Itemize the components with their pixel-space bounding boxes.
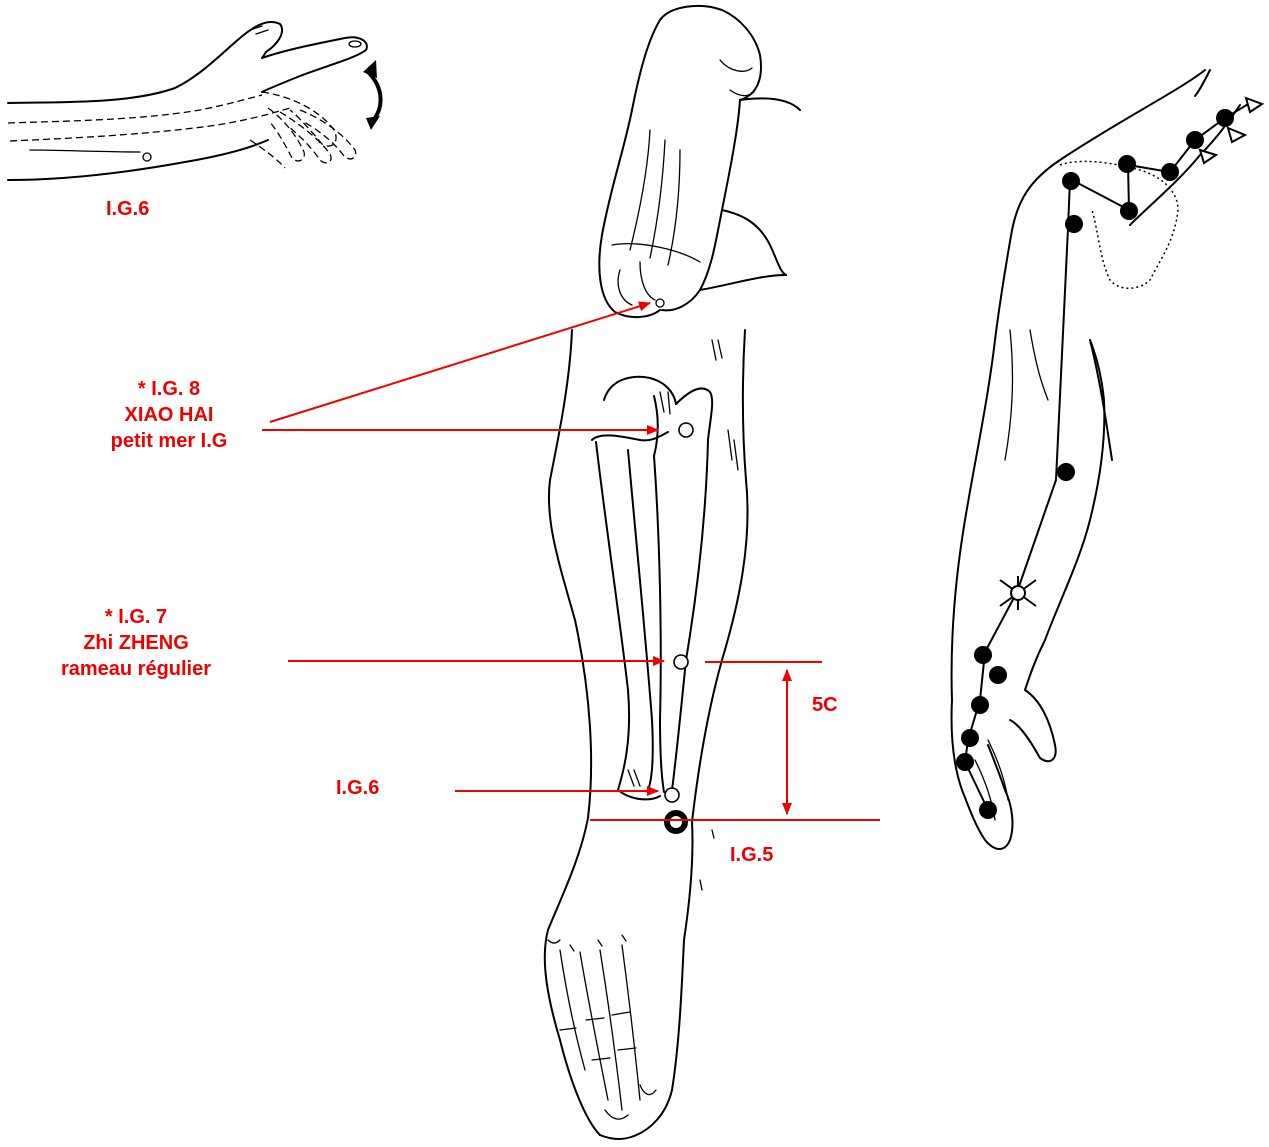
- forearm-bones-illustration: [549, 330, 748, 831]
- lower-hand-illustration: [545, 818, 714, 1139]
- ig6-point-icon: [665, 788, 679, 802]
- filled-dot-icon: [961, 729, 979, 747]
- filled-dot-icon: [1216, 109, 1234, 127]
- filled-dot-icon: [1057, 463, 1075, 481]
- ig6-top-label: I.G.6: [106, 196, 149, 222]
- ig6-hand-point-icon: [143, 153, 151, 161]
- filled-dot-icon: [956, 753, 974, 771]
- filled-dot-icon: [971, 696, 989, 714]
- filled-dot-icon: [974, 646, 992, 664]
- ig8-translation: petit mer I.G: [94, 428, 244, 454]
- filled-dot-icon: [1065, 215, 1083, 233]
- ig5-bold-ring-icon: [667, 813, 685, 831]
- hand-motion-illustration: [8, 22, 381, 180]
- ig7-translation: rameau régulier: [36, 656, 236, 682]
- ig7-code: * I.G. 7: [36, 604, 236, 630]
- filled-dot-icon: [989, 666, 1007, 684]
- filled-dot-icon: [1161, 163, 1179, 181]
- star-point-icon: [1000, 576, 1036, 610]
- ig7-point-icon: [674, 655, 688, 669]
- ig8-code: * I.G. 8: [94, 376, 244, 402]
- ig6-mid-label: I.G.6: [336, 775, 379, 801]
- curved-double-arrow-icon: [363, 60, 381, 130]
- filled-dot-icon: [1120, 202, 1138, 220]
- ig8-arrow-to-elbow: [270, 303, 650, 422]
- filled-dot-icon: [1186, 131, 1204, 149]
- ig7-label: * I.G. 7 Zhi ZHENG rameau régulier: [36, 604, 236, 682]
- ig8-forearm-point-icon: [679, 423, 693, 437]
- side-arm-meridian-illustration: [952, 70, 1262, 849]
- ig8-label: * I.G. 8 XIAO HAI petit mer I.G: [94, 376, 244, 454]
- flexed-elbow-illustration: [599, 6, 800, 317]
- ig8-name: XIAO HAI: [94, 402, 244, 428]
- filled-dot-icon: [979, 801, 997, 819]
- filled-dot-icon: [1062, 172, 1080, 190]
- annotation-lines: [262, 303, 880, 820]
- meridian-points: [956, 109, 1234, 819]
- ig8-elbow-point-icon: [656, 299, 664, 307]
- ig5-label: I.G.5: [730, 842, 773, 868]
- filled-dot-icon: [1118, 155, 1136, 173]
- distance-label: 5C: [812, 692, 838, 718]
- ig7-name: Zhi ZHENG: [36, 630, 236, 656]
